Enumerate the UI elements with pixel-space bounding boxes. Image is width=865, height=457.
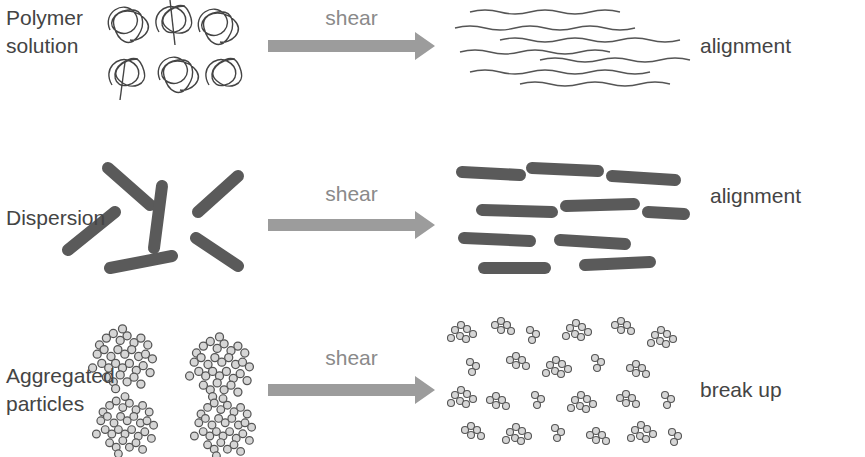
row-label: Polymer solution — [6, 4, 101, 60]
arrow-label: shear — [268, 344, 435, 372]
row-label: Dispersion — [6, 204, 126, 232]
aligned-rods — [462, 168, 684, 268]
aggregates — [89, 325, 256, 457]
result-label: break up — [700, 376, 850, 404]
arrow-label: shear — [268, 4, 435, 32]
aligned-chains — [455, 10, 690, 86]
arrow-label: shear — [268, 180, 435, 208]
fragments — [448, 318, 682, 446]
result-label: alignment — [710, 182, 850, 210]
row-label: Aggregated particles — [6, 362, 124, 418]
result-label: alignment — [700, 32, 850, 60]
shear-arrow — [268, 32, 435, 404]
polymer-coils — [108, 0, 241, 100]
